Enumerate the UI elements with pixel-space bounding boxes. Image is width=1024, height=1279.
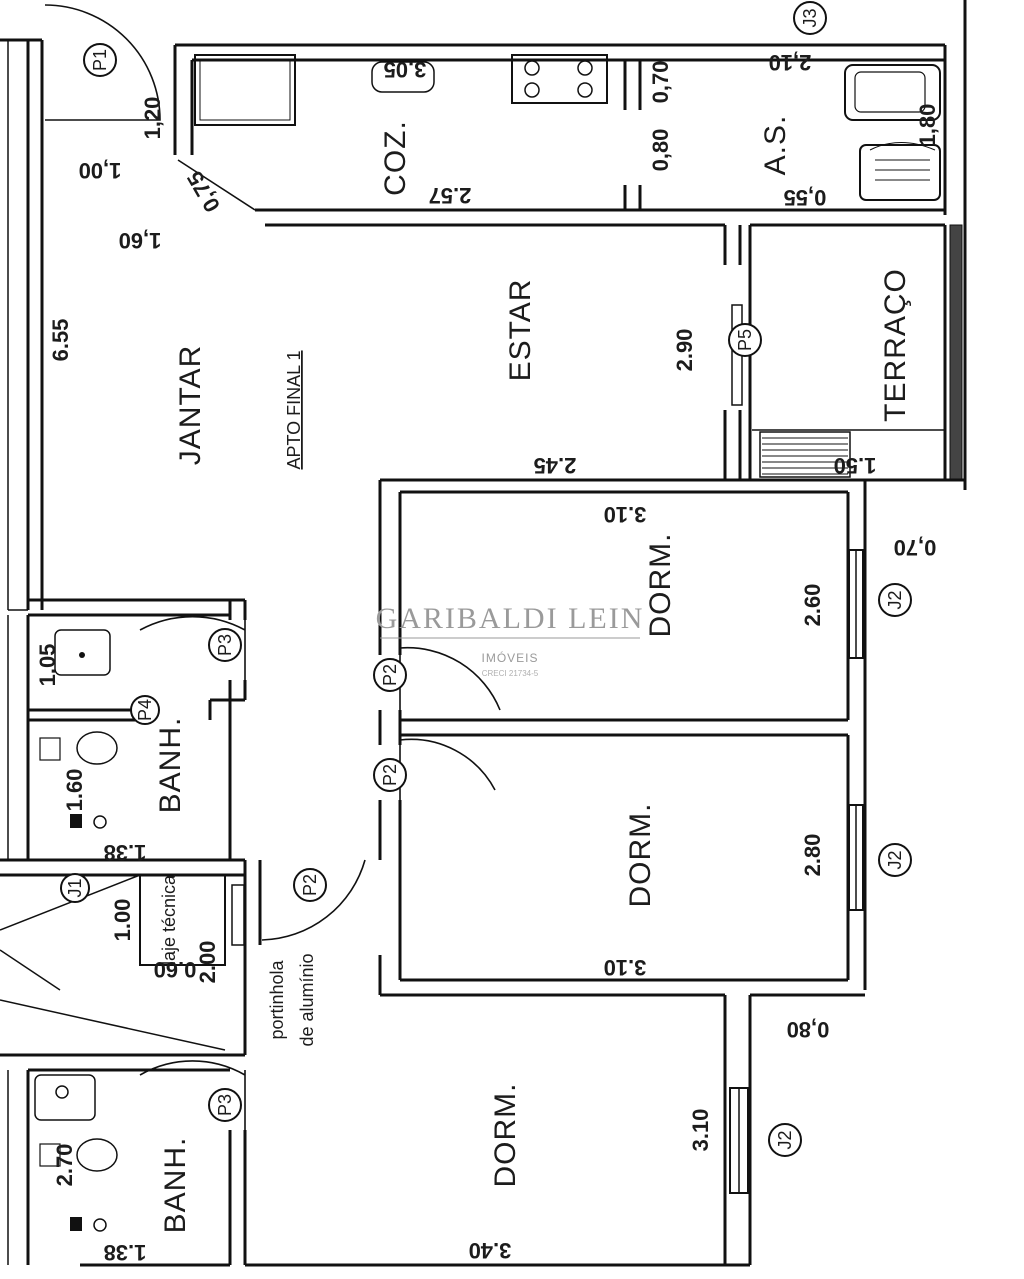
dim-105: 1.05: [35, 644, 60, 687]
kitchen-sink-icon: [371, 61, 435, 93]
tag-j1: J1: [65, 878, 85, 897]
dim-280: 2.80: [800, 834, 825, 877]
dim-310-dorm3: 3.10: [688, 1109, 713, 1152]
annotation-portinhola-2: de alumínio: [297, 953, 317, 1046]
dim-290: 2.90: [672, 329, 697, 372]
dim-270: 2.70: [52, 1144, 77, 1187]
room-label-dorm-3: DORM.: [489, 1083, 522, 1188]
dim-180: 1,80: [915, 104, 940, 147]
dim-080-kitchen: 0,80: [648, 129, 673, 172]
tag-p3-bath2: P3: [215, 1094, 235, 1116]
tag-j2-dorm3: J2: [775, 1130, 795, 1149]
room-label-as: A.S.: [759, 115, 792, 176]
shower-icon: [93, 815, 107, 829]
dim-245: 2.45: [534, 453, 577, 478]
washbasin-icon: [34, 1074, 96, 1121]
tag-j2-dorm2: J2: [885, 850, 905, 869]
washbasin-icon: [54, 629, 111, 676]
dim-060: 0.60: [154, 957, 197, 982]
dim-310-dorm1: 3.10: [604, 502, 647, 527]
tag-labels: P1 P5 P2 P2 P2 P3 P3 P4 J1 J2 J2 J2 J3: [65, 8, 905, 1149]
toilet-icon: [76, 731, 118, 765]
watermark-name: GARIBALDI LEIN: [376, 602, 645, 635]
watermark: GARIBALDI LEIN IMÓVEIS CRECI 21734-5: [376, 602, 645, 678]
door-window-tags: [60, 1, 912, 1157]
dim-655: 6.55: [48, 319, 73, 362]
walls: [0, 0, 967, 1267]
room-label-jantar: JANTAR: [174, 345, 207, 465]
dim-150: 1.50: [834, 453, 877, 478]
washing-machine-icon: [859, 142, 941, 201]
dim-305: 3.05: [384, 57, 427, 82]
room-label-dorm-2: DORM.: [624, 803, 657, 908]
dim-075: 0,75: [182, 167, 225, 217]
laundry-tank-icon: [844, 64, 941, 121]
dim-070-window: 0,70: [894, 535, 937, 560]
room-label-dorm-1: DORM.: [644, 533, 677, 638]
dim-200: 2.00: [195, 941, 220, 984]
tag-p4: P4: [135, 699, 155, 721]
watermark-creci: CRECI 21734-5: [482, 669, 539, 678]
dim-070-kitchen: 0,70: [648, 61, 673, 104]
room-label-estar: ESTAR: [504, 279, 537, 382]
dim-138-bath2: 1.38: [104, 1240, 147, 1265]
dim-260: 2.60: [800, 584, 825, 627]
tag-p2-dorm2: P2: [380, 764, 400, 786]
tag-p2-dorm1: P2: [380, 664, 400, 686]
room-label-terraco: TERRAÇO: [879, 268, 912, 422]
dim-160-bath: 1.60: [62, 769, 87, 812]
dim-080-dorm3: 0,80: [787, 1017, 830, 1042]
toilet-icon: [76, 1138, 118, 1172]
room-label-banh-2: BANH.: [159, 1137, 192, 1234]
tag-p2-dorm3: P2: [300, 874, 320, 896]
dim-160-hall: 1,60: [119, 228, 162, 253]
tag-j3: J3: [800, 8, 820, 27]
stove-icon: [511, 54, 608, 104]
terrace-step: [759, 431, 851, 478]
tag-p1: P1: [90, 49, 110, 71]
room-label-banh-1: BANH.: [154, 717, 187, 814]
dim-100-laje: 1.00: [110, 899, 135, 942]
fridge-icon: [194, 54, 296, 126]
dim-340: 3.40: [469, 1238, 512, 1263]
dim-257: 2.57: [429, 183, 472, 208]
tag-p5: P5: [735, 329, 755, 351]
room-label-apto: APTO FINAL 1: [284, 350, 304, 469]
dim-210: 2,10: [769, 50, 812, 75]
watermark-sub: IMÓVEIS: [481, 650, 538, 665]
annotation-portinhola-1: portinhola: [267, 959, 287, 1039]
dim-138-bath1: 1.38: [104, 840, 147, 865]
dim-120: 1,20: [140, 97, 165, 140]
dim-310-dorm2: 3.10: [604, 955, 647, 980]
tag-j2-dorm1: J2: [885, 590, 905, 609]
room-label-laje: laje técnica: [159, 874, 179, 965]
tag-p3-bath1: P3: [215, 634, 235, 656]
shower-icon: [93, 1218, 107, 1232]
room-label-coz: COZ.: [379, 120, 412, 196]
fixtures: [34, 54, 941, 1232]
dim-100-kitchen: 1,00: [79, 158, 122, 183]
dim-055: 0,55: [784, 185, 827, 210]
